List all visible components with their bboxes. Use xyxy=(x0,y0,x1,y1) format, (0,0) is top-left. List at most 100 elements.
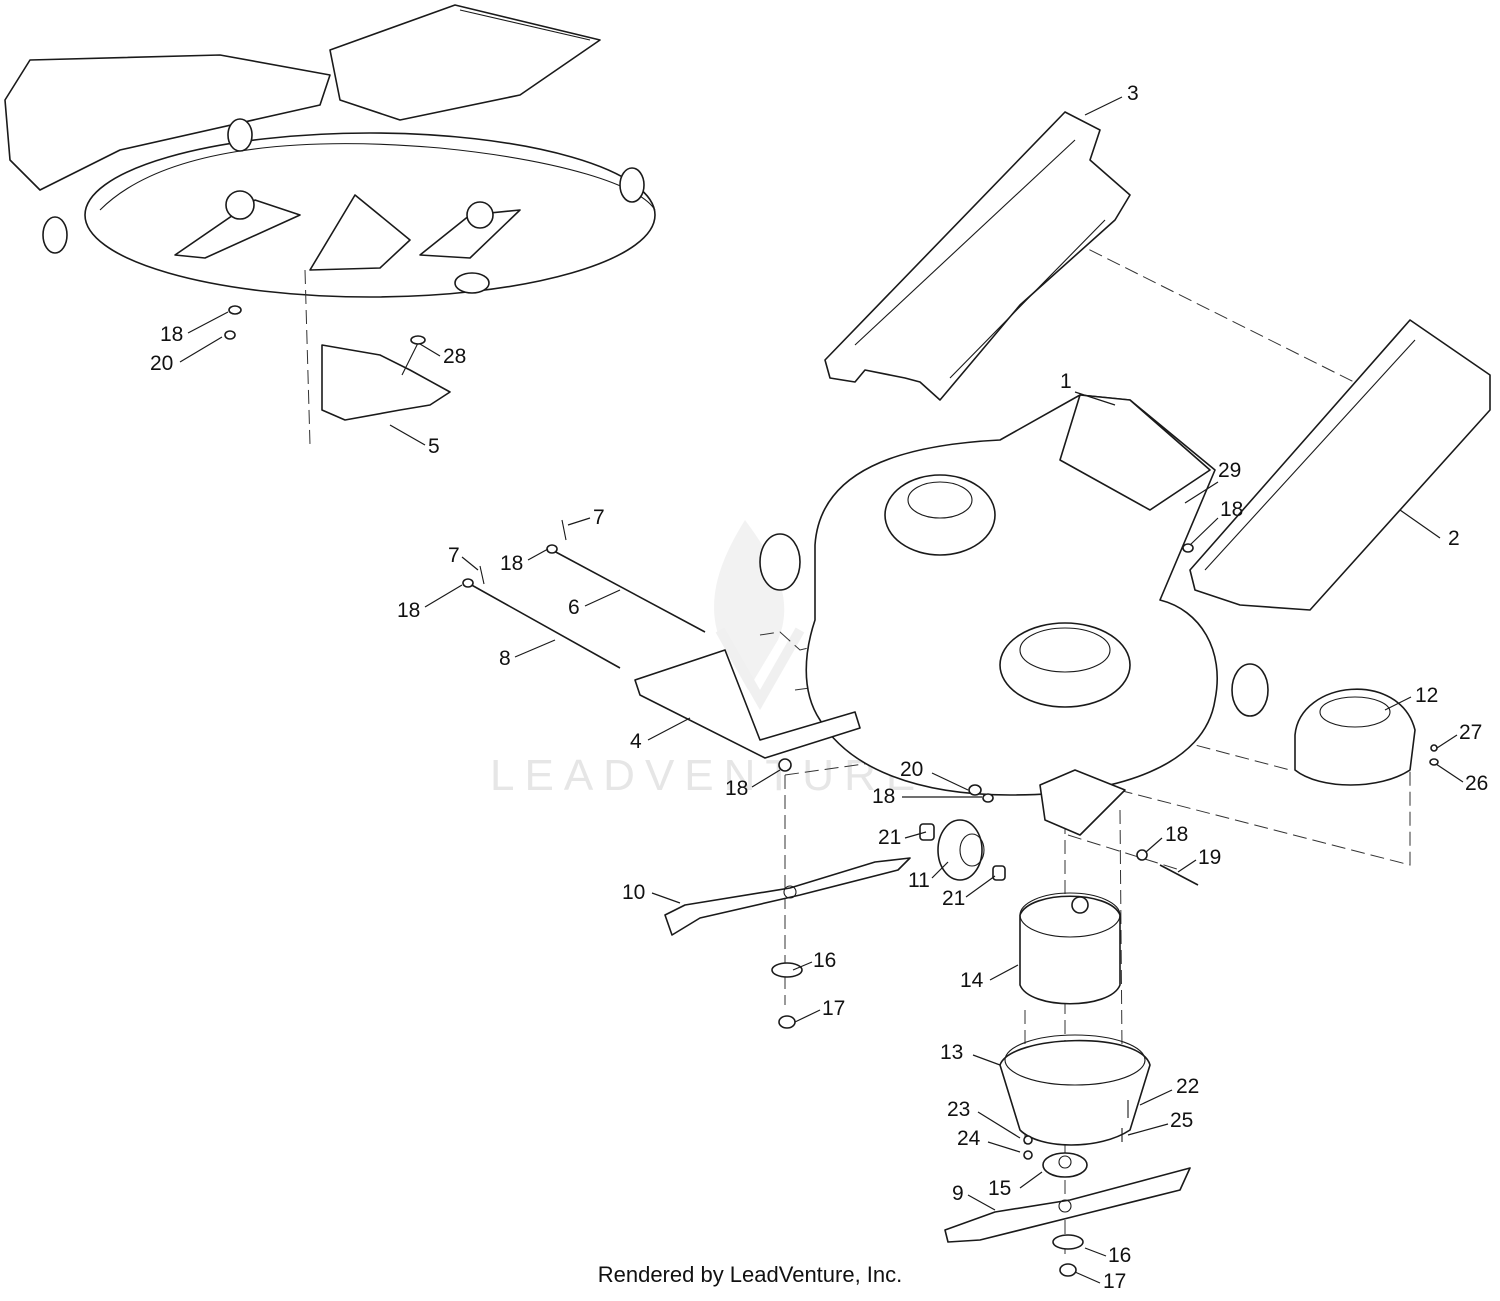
leader-line-c7a xyxy=(567,517,591,526)
callout-c26: 26 xyxy=(1465,772,1488,795)
part-16-washers xyxy=(771,962,1084,1250)
callout-c16b: 16 xyxy=(1108,1244,1131,1267)
leader-line-c17a xyxy=(794,1009,821,1023)
part-8-rod xyxy=(462,578,621,669)
leader-line-c26 xyxy=(1435,763,1464,783)
leader-line-c21b xyxy=(965,875,996,898)
leader-line-c2 xyxy=(1399,509,1441,539)
callout-c20a: 20 xyxy=(150,352,173,375)
callout-c16a: 16 xyxy=(813,949,836,972)
callout-c27: 27 xyxy=(1459,721,1482,744)
leader-line-c17b xyxy=(1074,1271,1101,1284)
leader-line-c6 xyxy=(584,589,621,607)
leader-line-c18d xyxy=(751,769,781,788)
callout-c5: 5 xyxy=(428,435,440,458)
leader-line-c18c xyxy=(424,584,463,608)
callout-c1: 1 xyxy=(1060,370,1072,393)
callout-c18d: 18 xyxy=(725,777,748,800)
callout-c7b: 7 xyxy=(448,544,460,567)
leader-line-c3 xyxy=(1084,96,1123,116)
callout-c7a: 7 xyxy=(593,506,605,529)
callout-c14: 14 xyxy=(960,969,984,992)
callout-c3: 3 xyxy=(1127,82,1139,105)
part-3-upper-shield xyxy=(824,111,1131,401)
part-21-spacers xyxy=(919,823,1006,881)
callout-c18f: 18 xyxy=(1165,823,1188,846)
callout-c29: 29 xyxy=(1218,459,1241,482)
part-4-adjust-bracket xyxy=(634,649,861,772)
callout-c13: 13 xyxy=(940,1041,963,1064)
callout-c25: 25 xyxy=(1170,1109,1193,1132)
callout-c12: 12 xyxy=(1415,684,1438,707)
small-hardware xyxy=(224,305,1439,1160)
leader-line-c18b xyxy=(527,548,549,561)
part-10-blade xyxy=(664,857,911,936)
callout-c28: 28 xyxy=(443,345,466,368)
callout-c15: 15 xyxy=(988,1177,1011,1200)
leader-line-c29 xyxy=(1184,481,1219,504)
part-19-bolt xyxy=(1136,849,1199,886)
part-9-blade xyxy=(944,1167,1191,1243)
callout-c4: 4 xyxy=(630,730,642,753)
callout-c23: 23 xyxy=(947,1098,970,1121)
leader-line-c23 xyxy=(977,1111,1021,1139)
leader-line-c8 xyxy=(514,639,556,658)
part-28-bolt xyxy=(401,335,426,376)
leader-line-c25 xyxy=(1127,1123,1169,1136)
leader-line-c11 xyxy=(931,861,949,879)
leader-line-c7b xyxy=(461,556,479,571)
part-11-pulley xyxy=(937,819,985,881)
part-7-pins xyxy=(479,519,567,585)
leader-line-c14 xyxy=(989,964,1019,981)
leader-line-c19 xyxy=(1177,859,1197,873)
leader-line-c15 xyxy=(1019,1171,1043,1189)
callout-c21a: 21 xyxy=(878,826,901,849)
leader-line-c5 xyxy=(389,424,426,446)
callout-c18b: 18 xyxy=(500,552,523,575)
callout-c17b: 17 xyxy=(1103,1270,1126,1293)
callout-c17a: 17 xyxy=(822,997,845,1020)
leader-line-c13 xyxy=(972,1054,1001,1066)
leader-line-c24 xyxy=(987,1141,1021,1153)
render-credit: Rendered by LeadVenture, Inc. xyxy=(597,1262,903,1287)
leader-line-c28 xyxy=(419,343,441,357)
part-15-hub xyxy=(1042,1152,1088,1178)
leader-line-c20a xyxy=(179,336,223,363)
callout-c10: 10 xyxy=(622,881,645,904)
part-5-blade-guard xyxy=(321,344,451,421)
leader-line-c16b xyxy=(1084,1247,1107,1257)
part-12-blade-housing xyxy=(1294,688,1416,786)
callout-c2: 2 xyxy=(1448,527,1460,550)
callout-c22: 22 xyxy=(1176,1075,1199,1098)
leader-line-c20b xyxy=(931,772,969,791)
callout-c11: 11 xyxy=(908,869,930,892)
callout-c20b: 20 xyxy=(900,758,923,781)
callout-c24: 24 xyxy=(957,1127,981,1150)
watermark-text: LEADVENTURE xyxy=(490,751,925,800)
leader-line-c4 xyxy=(647,717,691,741)
leader-line-c18f xyxy=(1145,837,1163,853)
callout-c6: 6 xyxy=(568,596,580,619)
leader-line-c21a xyxy=(904,831,927,839)
callout-c19: 19 xyxy=(1198,846,1221,869)
leader-line-c22 xyxy=(1139,1089,1173,1106)
leader-line-c9 xyxy=(967,1194,996,1211)
callout-c21b: 21 xyxy=(942,887,965,910)
leader-line-c18g xyxy=(1189,517,1219,546)
assembled-deck-view xyxy=(4,4,656,298)
leader-line-c10 xyxy=(651,892,681,904)
callout-c18e: 18 xyxy=(872,785,895,808)
leader-line-c27 xyxy=(1436,734,1458,749)
leader-line-c1 xyxy=(1074,391,1116,406)
leader-line-c16a xyxy=(792,961,813,971)
callout-c8: 8 xyxy=(499,647,511,670)
leader-line-c12 xyxy=(1384,696,1412,711)
callout-c18c: 18 xyxy=(397,599,420,622)
part-1-mower-deck xyxy=(759,394,1269,836)
part-14-motor xyxy=(1019,892,1121,1005)
part-13-motor-mount xyxy=(999,1034,1151,1146)
callout-c18g: 18 xyxy=(1220,498,1243,521)
callout-c18a: 18 xyxy=(160,323,183,346)
